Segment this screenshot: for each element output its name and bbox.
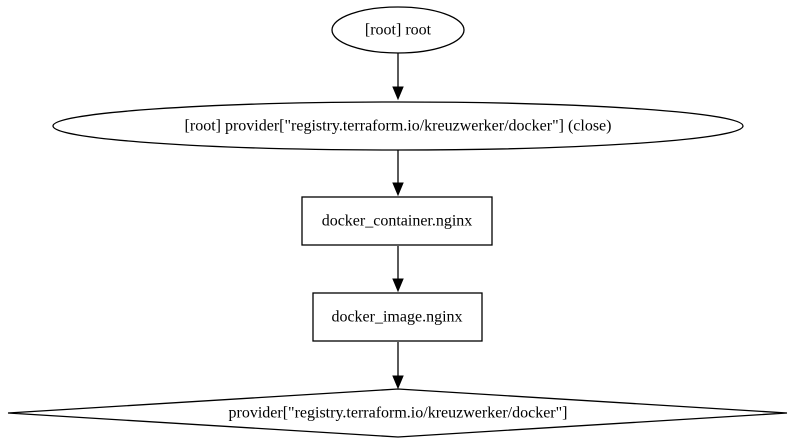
- node-provider-close[interactable]: [root] provider["registry.terraform.io/k…: [52, 101, 744, 151]
- node-root-label: [root] root: [365, 22, 432, 39]
- node-provider-close-label: [root] provider["registry.terraform.io/k…: [185, 118, 612, 135]
- node-docker-container-label: docker_container.nginx: [322, 213, 473, 230]
- node-root[interactable]: [root] root: [331, 6, 465, 54]
- node-docker-image[interactable]: docker_image.nginx: [312, 292, 483, 342]
- node-docker-image-box: [312, 292, 483, 342]
- node-provider-label: provider["registry.terraform.io/kreuzwer…: [229, 405, 568, 422]
- node-root-ellipse: [331, 6, 465, 54]
- node-docker-container-box: [301, 196, 493, 246]
- node-provider[interactable]: provider["registry.terraform.io/kreuzwer…: [7, 388, 788, 438]
- node-docker-container[interactable]: docker_container.nginx: [301, 196, 493, 246]
- node-provider-diamond: [7, 388, 788, 438]
- edge-docker-image-to-provider: [392, 342, 404, 390]
- node-docker-image-label: docker_image.nginx: [331, 309, 462, 326]
- edge-docker-container-to-docker-image: [392, 246, 404, 293]
- edge-root-to-provider-close: [392, 53, 404, 101]
- edge-provider-close-to-docker-container: [392, 150, 404, 197]
- node-provider-close-ellipse: [52, 101, 744, 151]
